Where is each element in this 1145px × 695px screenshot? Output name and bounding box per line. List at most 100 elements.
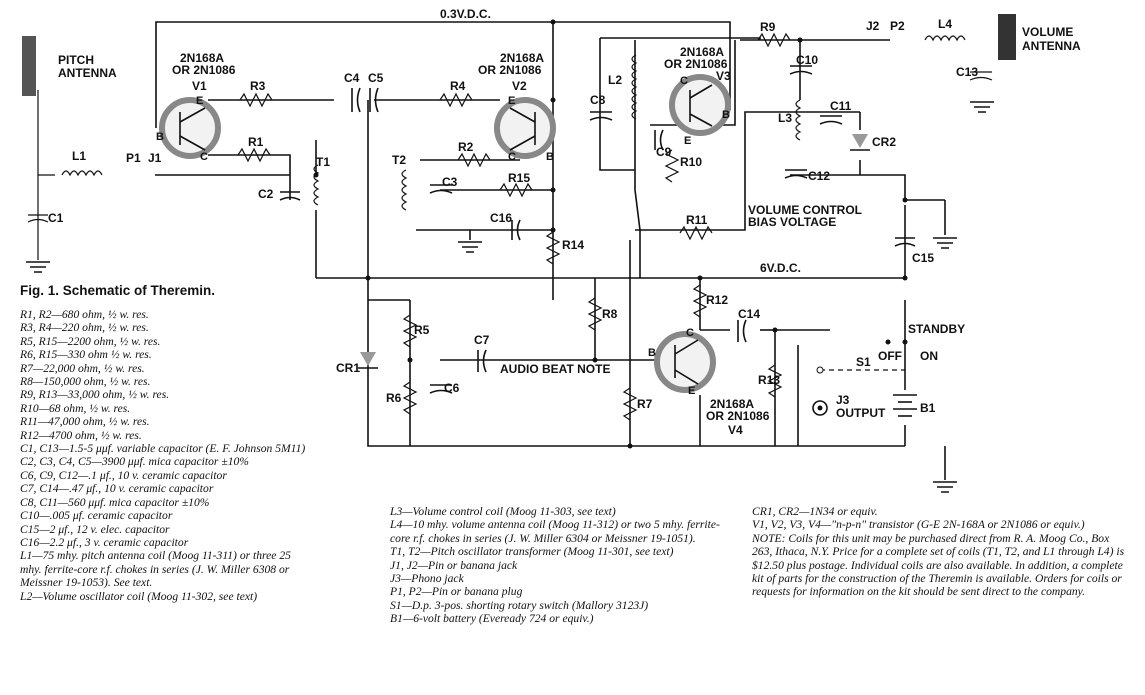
parts-list-item: L4—10 mhy. volume antenna coil (Moog 11-… <box>390 518 720 545</box>
label-cr1: CR1 <box>336 361 360 375</box>
capacitor-c1 <box>27 214 49 223</box>
parts-list-item: CR1, CR2—1N34 or equiv. <box>752 505 878 518</box>
resistor-r8 <box>587 297 603 331</box>
label-l1: L1 <box>72 149 86 163</box>
parts-list-item: S1—D.p. 3-pos. shorting rotary switch (M… <box>390 598 649 612</box>
label-t2: T2 <box>392 153 406 167</box>
resistor-r9 <box>757 32 791 48</box>
label-r7: R7 <box>637 397 653 411</box>
parts-list-item: NOTE: Coils for this unit may be purchas… <box>752 531 1127 599</box>
wiring <box>37 21 946 480</box>
transistor-v3 <box>669 74 731 136</box>
v3-collector-tag: C <box>680 75 688 87</box>
label-cr2: CR2 <box>872 135 896 149</box>
parts-list-item: R11—47,000 ohm, ½ w. res. <box>20 415 150 429</box>
v2-base-tag: B <box>546 151 554 163</box>
parts-list-item: C7, C14—.47 μf., 10 v. ceramic capacitor <box>20 482 214 496</box>
resistor-r2 <box>457 152 491 168</box>
label-r2: R2 <box>458 140 474 154</box>
audio-beat-note-label: AUDIO BEAT NOTE <box>500 362 610 376</box>
parts-list-item: C15—2 μf., 12 v. elec. capacitor <box>20 522 170 536</box>
schematic-labels: 0.3V.D.C. 6V.D.C. AUDIO BEAT NOTE VOLUME… <box>20 7 978 437</box>
resistor-r13 <box>767 364 783 398</box>
resistor-r11 <box>679 225 713 241</box>
resistors <box>237 32 791 421</box>
capacitor-c6 <box>429 384 453 394</box>
label-r10: R10 <box>680 155 702 169</box>
resistor-r3 <box>239 92 273 108</box>
label-r4: R4 <box>450 79 466 93</box>
transistor-v1 <box>159 97 221 159</box>
capacitor-c12 <box>784 169 808 179</box>
capacitor-c16 <box>511 219 521 241</box>
capacitor-c7 <box>477 349 487 373</box>
capacitors <box>27 65 993 394</box>
resistor-r7 <box>622 387 638 421</box>
label-r5: R5 <box>414 323 430 337</box>
label-r1: R1 <box>248 135 264 149</box>
pitch-antenna <box>22 36 36 96</box>
resistor-r12 <box>692 284 708 318</box>
v4-base-tag: B <box>648 347 656 359</box>
label-r9: R9 <box>760 20 776 34</box>
v3-label: V3 <box>716 69 731 83</box>
parts-list-item: C8, C11—560 μμf. mica capacitor ±10% <box>20 495 210 509</box>
v2-collector-tag: C <box>508 151 516 163</box>
resistor-r5 <box>402 314 418 348</box>
resistor-r4 <box>439 92 473 108</box>
label-c4: C4 <box>344 71 360 85</box>
parts-list-item: P1, P2—Pin or banana plug <box>390 585 523 599</box>
capacitor-c5 <box>369 87 379 113</box>
coils <box>61 35 966 211</box>
v1-emitter-tag: E <box>196 95 203 107</box>
label-c7: C7 <box>474 333 490 347</box>
volume-antenna <box>998 14 1016 60</box>
ground-symbols <box>26 101 994 493</box>
standby-label: STANDBY <box>908 322 965 336</box>
label-b1: B1 <box>920 401 936 415</box>
label-c5: C5 <box>368 71 384 85</box>
capacitor-c4 <box>351 87 361 113</box>
parts-list-item: R5, R15—2200 ohm, ½ w. res. <box>20 334 161 348</box>
label-c6: C6 <box>444 381 460 395</box>
top-rail-voltage: 0.3V.D.C. <box>440 7 491 21</box>
capacitor-c2 <box>279 191 301 201</box>
parts-list-column-3: CR1, CR2—1N34 or equiv.V1, V2, V3, V4—"n… <box>752 505 1127 599</box>
label-c10: C10 <box>796 53 818 67</box>
parts-list-column-1: R1, R2—680 ohm, ½ w. res.R3, R4—220 ohm,… <box>20 308 310 603</box>
parts-list-column-2: L3—Volume control coil (Moog 11-303, see… <box>390 505 720 626</box>
v4-emitter-tag: E <box>688 385 695 397</box>
v4-collector-tag: C <box>686 327 694 339</box>
label-r15: R15 <box>508 171 530 185</box>
capacitor-c3 <box>429 184 453 194</box>
capacitor-c15 <box>894 237 916 247</box>
label-r11: R11 <box>686 213 708 227</box>
v1-label: V1 <box>192 79 207 93</box>
parts-list-item: C2, C3, C4, C5—3900 μμf. mica capacitor … <box>20 455 249 469</box>
parts-list-item: R10—68 ohm, ½ w. res. <box>20 401 131 415</box>
v2-label: V2 <box>512 79 527 93</box>
capacitor-c11 <box>819 115 843 125</box>
parts-list-item: L1—75 mhy. pitch antenna coil (Moog 11-3… <box>20 549 294 590</box>
coil-l3 <box>795 99 802 141</box>
coil-l2 <box>631 54 638 120</box>
label-l3: L3 <box>778 111 792 125</box>
label-r13: R13 <box>758 373 780 387</box>
label-c3: C3 <box>442 175 458 189</box>
transistor-v2 <box>494 97 556 159</box>
capacitor-c9 <box>654 129 664 151</box>
label-p1: P1 <box>126 151 141 165</box>
coil-t1 <box>313 164 320 206</box>
parts-list-item: R8—150,000 ohm, ½ w. res. <box>20 375 151 389</box>
parts-list-item: V1, V2, V3, V4—"n-p-n" transistor (G-E 2… <box>752 518 1085 532</box>
label-c15: C15 <box>912 251 934 265</box>
label-c1: C1 <box>48 211 64 225</box>
label-c13: C13 <box>956 65 978 79</box>
